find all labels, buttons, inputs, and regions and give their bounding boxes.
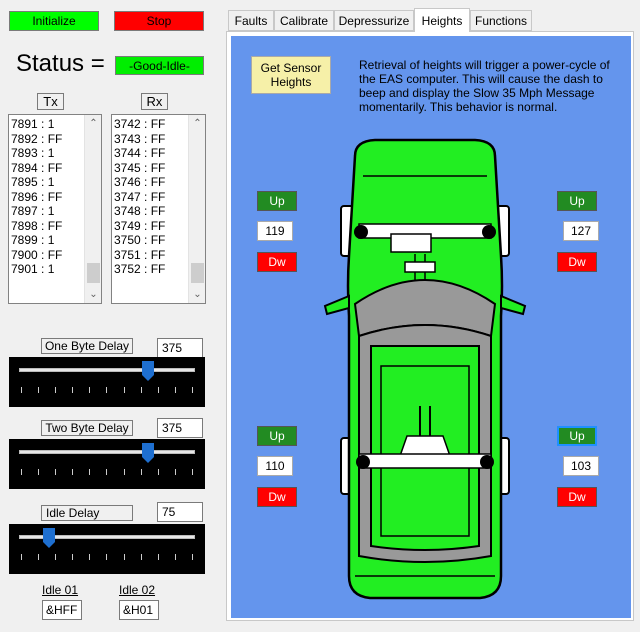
list-item[interactable]: 3744 : FF: [114, 146, 166, 160]
initialize-button[interactable]: Initialize: [9, 11, 99, 31]
list-item[interactable]: 3751 : FF: [114, 247, 166, 262]
scroll-up-icon[interactable]: ⌃: [89, 118, 98, 129]
rx-header: Rx: [141, 93, 168, 110]
idle-delay-slider[interactable]: [9, 524, 205, 574]
list-item[interactable]: 7900 : FF: [11, 247, 63, 262]
list-item[interactable]: 3742 : FF: [114, 117, 166, 131]
list-item[interactable]: 7895 : 1: [11, 175, 55, 189]
list-item[interactable]: 7892 : FF: [11, 131, 63, 146]
scroll-down-icon[interactable]: ⌄: [89, 289, 98, 300]
list-item[interactable]: 7897 : 1: [11, 204, 55, 218]
rear-left-down-button[interactable]: Dw: [257, 487, 297, 507]
list-item[interactable]: 3743 : FF: [114, 131, 166, 146]
front-left-up-button[interactable]: Up: [257, 191, 297, 211]
tab-calibrate[interactable]: Calibrate: [274, 10, 334, 31]
list-item[interactable]: 7898 : FF: [11, 218, 63, 233]
rear-left-height-value: 110: [257, 456, 293, 476]
rear-right-height-value: 103: [563, 456, 599, 476]
tab-heights[interactable]: Heights: [414, 8, 470, 32]
rx-scrollbar[interactable]: ⌃ ⌄: [188, 115, 205, 303]
heights-panel: Get Sensor Heights Retrieval of heights …: [226, 31, 634, 621]
tx-header: Tx: [37, 93, 64, 110]
scroll-thumb[interactable]: [87, 263, 100, 283]
list-item[interactable]: 7894 : FF: [11, 160, 63, 175]
front-right-down-button[interactable]: Dw: [557, 252, 597, 272]
idle-02-label: Idle 02: [119, 583, 156, 597]
tab-functions[interactable]: Functions: [470, 10, 532, 31]
list-item[interactable]: 7891 : 1: [11, 117, 55, 131]
list-item[interactable]: 3749 : FF: [114, 218, 166, 233]
status-badge: -Good-Idle-: [115, 56, 204, 75]
list-item[interactable]: 3747 : FF: [114, 189, 166, 204]
rear-left-up-button[interactable]: Up: [257, 426, 297, 446]
list-item[interactable]: 3752 : FF: [114, 262, 166, 276]
front-right-up-button[interactable]: Up: [557, 191, 597, 211]
idle-delay-value[interactable]: 75: [157, 502, 203, 522]
idle-01-label: Idle 01: [42, 583, 79, 597]
list-item[interactable]: 7893 : 1: [11, 146, 55, 160]
one-byte-delay-value[interactable]: 375: [157, 338, 203, 358]
list-item[interactable]: 7896 : FF: [11, 189, 63, 204]
scroll-thumb[interactable]: [191, 263, 204, 283]
rear-right-up-button[interactable]: Up: [557, 426, 597, 446]
car-diagram-icon: [323, 138, 527, 600]
slider-thumb[interactable]: [43, 528, 55, 548]
two-byte-delay-label: Two Byte Delay: [41, 420, 133, 436]
get-sensor-heights-button[interactable]: Get Sensor Heights: [251, 56, 331, 94]
slider-thumb[interactable]: [142, 361, 154, 381]
tx-scrollbar[interactable]: ⌃ ⌄: [84, 115, 101, 303]
front-left-height-value: 119: [257, 221, 293, 241]
slider-thumb[interactable]: [142, 443, 154, 463]
scroll-up-icon[interactable]: ⌃: [193, 118, 202, 129]
tab-depressurize[interactable]: Depressurize: [334, 10, 414, 31]
scroll-down-icon[interactable]: ⌄: [193, 289, 202, 300]
idle-01-field[interactable]: &HFF: [42, 600, 82, 620]
list-item[interactable]: 7901 : 1: [11, 262, 55, 276]
stop-button[interactable]: Stop: [114, 11, 204, 31]
idle-delay-label: Idle Delay: [41, 505, 133, 521]
heights-area: Get Sensor Heights Retrieval of heights …: [231, 36, 631, 618]
front-left-down-button[interactable]: Dw: [257, 252, 297, 272]
one-byte-delay-label: One Byte Delay: [41, 338, 133, 354]
list-item[interactable]: 3750 : FF: [114, 233, 166, 247]
list-item[interactable]: 3745 : FF: [114, 160, 166, 175]
two-byte-delay-value[interactable]: 375: [157, 418, 203, 438]
status-label: Status =: [16, 50, 105, 77]
rear-right-down-button[interactable]: Dw: [557, 487, 597, 507]
list-item[interactable]: 7899 : 1: [11, 233, 55, 247]
heights-note: Retrieval of heights will trigger a powe…: [359, 58, 610, 114]
list-item[interactable]: 3748 : FF: [114, 204, 166, 218]
list-item[interactable]: 3746 : FF: [114, 175, 166, 189]
front-right-height-value: 127: [563, 221, 599, 241]
one-byte-delay-slider[interactable]: [9, 357, 205, 407]
idle-02-field[interactable]: &H01: [119, 600, 159, 620]
tab-faults[interactable]: Faults: [228, 10, 274, 31]
two-byte-delay-slider[interactable]: [9, 439, 205, 489]
